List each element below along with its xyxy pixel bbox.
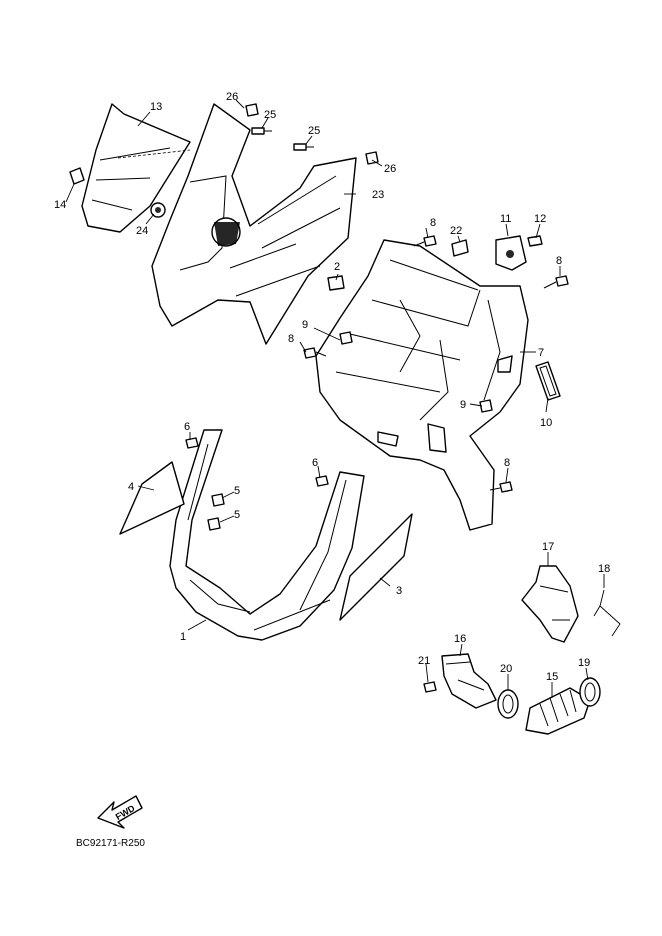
callout-13: 13 [150, 101, 162, 113]
callout-9a: 9 [302, 319, 308, 331]
callout-22: 22 [450, 225, 462, 237]
part-17-bracket [521, 565, 579, 643]
part-4-side-panel [119, 461, 185, 535]
part-16-joint [441, 653, 497, 709]
callout-16: 16 [454, 633, 466, 645]
part-6-screw-b [315, 475, 329, 487]
callout-12: 12 [534, 213, 546, 225]
part-8-bolt-d [489, 481, 513, 493]
part-25-screw-b [293, 143, 314, 151]
callout-25b: 25 [308, 125, 320, 137]
callout-26a: 26 [226, 91, 238, 103]
part-23-front-cowl [151, 103, 357, 345]
part-14-decal [69, 167, 85, 185]
part-11-bracket [495, 235, 527, 271]
part-5-nut-b [207, 517, 221, 531]
part-26-nut-a [245, 103, 259, 117]
part-9-clip-a [339, 331, 353, 345]
part-2-decal [327, 275, 345, 291]
part-7-inner-rear-panel [315, 239, 529, 531]
callout-21: 21 [418, 655, 430, 667]
callout-8d: 8 [504, 457, 510, 469]
callout-5a: 5 [234, 485, 240, 497]
callout-10: 10 [540, 417, 552, 429]
part-26-nut-b [365, 151, 379, 165]
callout-4: 4 [128, 481, 134, 493]
part-20-clamp [497, 689, 519, 719]
part-15-hose [525, 687, 591, 735]
part-6-screw-a [185, 437, 199, 449]
part-21-bolt [423, 681, 437, 693]
document-id: BC92171-R250 [76, 838, 145, 849]
part-10-gasket [535, 361, 561, 401]
callout-6a: 6 [184, 421, 190, 433]
part-18-wire-clip [593, 589, 621, 637]
part-9-clip-b [479, 399, 493, 413]
part-5-nut-a [211, 493, 225, 507]
callout-11: 11 [500, 213, 511, 225]
part-8-bolt-c [303, 347, 327, 359]
part-22-decal [451, 239, 469, 257]
callout-19: 19 [578, 657, 590, 669]
part-3-side-panel [339, 513, 413, 621]
callout-labels: 13 14 24 26 25 25 26 23 8 22 11 12 8 2 9… [54, 91, 610, 683]
part-19-clamp [579, 677, 601, 707]
part-24-grommet [150, 202, 166, 218]
callout-26b: 26 [384, 163, 396, 175]
callout-14: 14 [54, 199, 66, 211]
part-1-lower-cowl [169, 429, 365, 641]
callout-6b: 6 [312, 457, 318, 469]
callout-9b: 9 [460, 399, 466, 411]
callout-1: 1 [180, 631, 186, 643]
callout-3: 3 [396, 585, 402, 597]
part-8-bolt-a [413, 235, 437, 247]
callout-15: 15 [546, 671, 558, 683]
part-8-bolt-b [543, 275, 569, 289]
callout-24: 24 [136, 225, 148, 237]
callout-25a: 25 [264, 109, 276, 121]
part-13-inner-panel [81, 103, 191, 233]
callout-2: 2 [334, 261, 340, 273]
callout-18: 18 [598, 563, 610, 575]
leader-lines [65, 99, 605, 698]
callout-5b: 5 [234, 509, 240, 521]
fwd-arrow-icon: FWD [97, 795, 143, 829]
callout-7: 7 [538, 347, 544, 359]
callout-20: 20 [500, 663, 512, 675]
callout-17: 17 [542, 541, 554, 553]
callout-8c: 8 [288, 333, 294, 345]
part-12-bolt [527, 235, 543, 247]
part-25-screw-a [251, 127, 272, 135]
callout-8b: 8 [556, 255, 562, 267]
callout-23: 23 [372, 189, 384, 201]
callout-8a: 8 [430, 217, 436, 229]
